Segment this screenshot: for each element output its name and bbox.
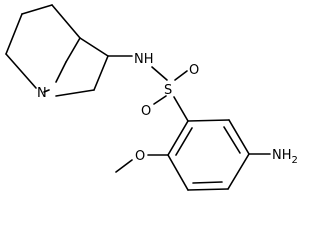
substituent-bonds	[115, 153, 271, 173]
benzene-ring	[167, 119, 250, 191]
sulfur-atom-label: S	[164, 83, 172, 98]
sulfonamide-bonds	[107, 55, 189, 122]
sulfonamide-nh-label: NH	[134, 52, 154, 67]
sulfonyl-oxygen-lower-label: O	[141, 104, 151, 119]
quinuclidine-ring	[5, 4, 109, 97]
amino-group-label: NH2	[272, 148, 298, 166]
chemical-structure-diagram: N NH S O O O NH2	[5, 4, 298, 191]
quinuclidine-nitrogen-label: N	[37, 86, 47, 101]
sulfonyl-oxygen-upper-label: O	[189, 63, 199, 78]
methoxy-oxygen-label: O	[135, 149, 145, 164]
